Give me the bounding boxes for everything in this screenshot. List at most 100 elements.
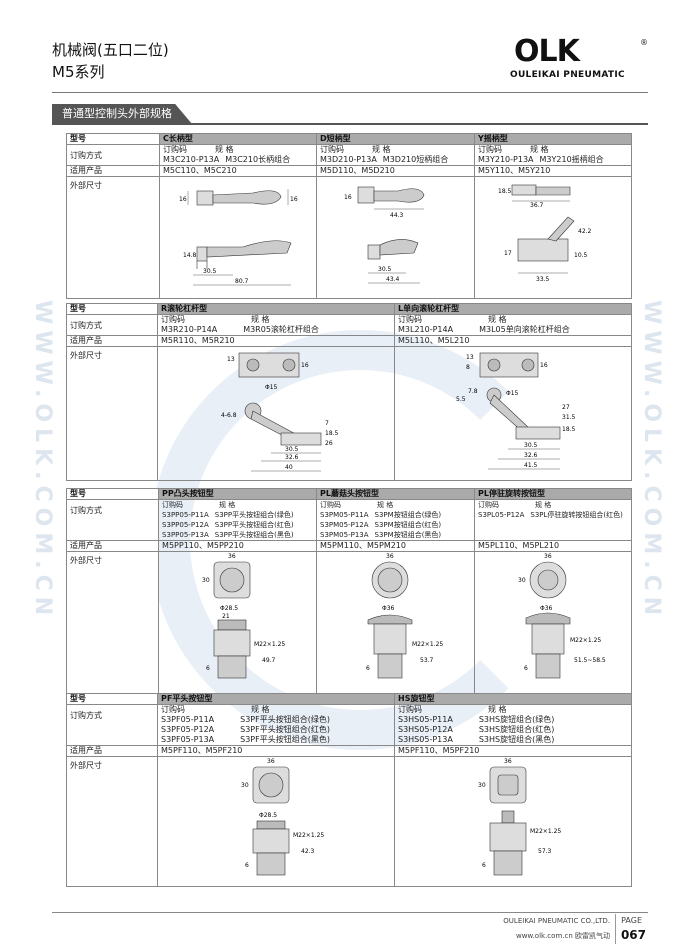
svg-text:M22×1.25: M22×1.25 [293, 832, 324, 839]
spec-table-flat-knob: 型号 PF平头按钮型 HS旋钮型 订购方式 订购码规 格 S3PF05-P11A… [66, 693, 632, 887]
type-pl: PL停驻旋转按钮型 [474, 488, 632, 500]
svg-text:6: 6 [206, 665, 210, 672]
model-label: 型号 [66, 133, 160, 145]
svg-text:M22×1.25: M22×1.25 [254, 641, 285, 648]
type-y: Y摇柄型 [474, 133, 632, 145]
spec-table-roller: 型号 R滚轮杠杆型 L单向滚轮杠杆型 订购方式 订购码规 格 M3R210-P1… [66, 303, 632, 481]
products-label: 适用产品 [66, 335, 158, 347]
svg-text:42.2: 42.2 [578, 228, 592, 235]
svg-text:M22×1.25: M22×1.25 [412, 641, 443, 648]
svg-text:18.5: 18.5 [562, 426, 576, 433]
logo-subtitle: OULEIKAI PNEUMATIC [510, 70, 625, 80]
svg-text:42.3: 42.3 [301, 848, 315, 855]
dims-label: 外部尺寸 [66, 346, 158, 481]
order-label: 订购方式 [66, 704, 158, 746]
order-label: 订购方式 [66, 314, 158, 336]
type-hs: HS旋钮型 [394, 693, 632, 705]
watermark-right: WWW.OLK.COM.CN [639, 300, 664, 622]
svg-text:36: 36 [267, 758, 275, 765]
svg-text:80.7: 80.7 [235, 278, 249, 285]
page-number: 067 [620, 928, 646, 942]
svg-text:36.7: 36.7 [530, 202, 544, 209]
svg-text:27: 27 [562, 404, 570, 411]
type-pm: PL蘑菇头按钮型 [316, 488, 475, 500]
model-label: 型号 [66, 303, 158, 315]
svg-text:57.3: 57.3 [538, 848, 552, 855]
order-label: 订购方式 [65, 499, 160, 541]
svg-text:21: 21 [222, 613, 230, 620]
svg-text:30: 30 [518, 577, 526, 584]
svg-text:Φ15: Φ15 [265, 384, 278, 391]
svg-text:30: 30 [478, 782, 486, 789]
dims-label: 外部尺寸 [66, 756, 158, 887]
svg-text:30.5: 30.5 [285, 446, 299, 453]
svg-text:6: 6 [482, 862, 486, 869]
dims-label: 外部尺寸 [66, 176, 160, 299]
svg-text:M22×1.25: M22×1.25 [530, 828, 561, 835]
svg-text:30.5: 30.5 [203, 268, 217, 275]
svg-text:32.6: 32.6 [285, 454, 299, 461]
svg-text:13: 13 [466, 354, 474, 361]
watermark-left: WWW.OLK.COM.CN [30, 300, 55, 622]
footer-website: www.olk.com.cn 欧雷凯气动 [516, 932, 610, 940]
svg-text:44.3: 44.3 [390, 212, 404, 219]
type-pf: PF平头按钮型 [157, 693, 395, 705]
page-title: 机械阀(五口二位) [52, 41, 169, 59]
svg-text:Φ15: Φ15 [506, 390, 519, 397]
svg-text:8: 8 [466, 364, 470, 371]
svg-text:16: 16 [179, 196, 187, 203]
svg-text:30: 30 [202, 577, 210, 584]
drawing-d: 16 44.3 30.5 43.4 [316, 176, 475, 299]
drawing-r: 13 16 Φ15 4-6.8 7 18.5 26 30.5 32.6 40 [157, 346, 395, 481]
svg-text:Φ36: Φ36 [540, 605, 553, 612]
svg-text:40: 40 [285, 464, 293, 471]
type-l: L单向滚轮杠杆型 [394, 303, 632, 315]
svg-text:6: 6 [524, 665, 528, 672]
svg-text:16: 16 [301, 362, 309, 369]
logo-text: OLK [514, 34, 580, 69]
svg-text:30.5: 30.5 [378, 266, 392, 273]
svg-text:31.5: 31.5 [562, 414, 576, 421]
svg-text:16: 16 [290, 196, 298, 203]
products-c: M5C110、M5C210 [159, 165, 317, 177]
svg-text:30: 30 [241, 782, 249, 789]
svg-text:7.8: 7.8 [468, 388, 478, 395]
svg-text:14.8: 14.8 [183, 252, 197, 259]
svg-text:Φ36: Φ36 [382, 605, 395, 612]
drawing-l: 13 8 16 5.5 7.8 Φ15 27 31.5 18.5 30.5 32… [394, 346, 632, 481]
model-label: 型号 [65, 488, 160, 500]
svg-text:32.6: 32.6 [524, 452, 538, 459]
drawing-pl: 36 30 Φ36 M22×1.25 51.5~58.5 6 [474, 551, 632, 694]
spec-table-pushbutton: 型号 PP凸头按钮型 PL蘑菇头按钮型 PL停驻旋转按钮型 订购方式 订购码规 … [65, 488, 632, 694]
svg-text:4-6.8: 4-6.8 [221, 412, 237, 419]
products-pm: M5PM110、M5PM210 [316, 540, 475, 552]
svg-text:M22×1.25: M22×1.25 [570, 637, 601, 644]
svg-text:36: 36 [386, 553, 394, 560]
svg-text:13: 13 [227, 356, 235, 363]
type-pp: PP凸头按钮型 [158, 488, 318, 500]
svg-text:33.5: 33.5 [536, 276, 550, 283]
spec-table-lever: 型号 C长柄型 D短柄型 Y摇柄型 订购方式 订购码规 格 M3C210-P13… [66, 133, 632, 299]
svg-text:49.7: 49.7 [262, 657, 276, 664]
drawing-c: 16 16 14.8 30.5 80.7 [159, 176, 317, 299]
products-d: M5D110、M5D210 [316, 165, 475, 177]
svg-text:30.5: 30.5 [524, 442, 538, 449]
dims-label: 外部尺寸 [65, 551, 160, 694]
type-c: C长柄型 [159, 133, 317, 145]
drawing-hs: 36 30 M22×1.25 57.3 6 [394, 756, 632, 887]
svg-text:51.5~58.5: 51.5~58.5 [574, 657, 606, 664]
drawing-y: 18.5 36.7 42.2 17 10.5 33.5 [474, 176, 632, 299]
drawing-pm: 36 Φ36 M22×1.25 53.7 6 [316, 551, 475, 694]
svg-text:43.4: 43.4 [386, 276, 400, 283]
svg-text:36: 36 [544, 553, 552, 560]
model-label: 型号 [66, 693, 158, 705]
svg-text:5.5: 5.5 [456, 396, 466, 403]
products-pf: M5PF110、M5PF210 [157, 745, 395, 757]
footer-divider [52, 912, 648, 913]
